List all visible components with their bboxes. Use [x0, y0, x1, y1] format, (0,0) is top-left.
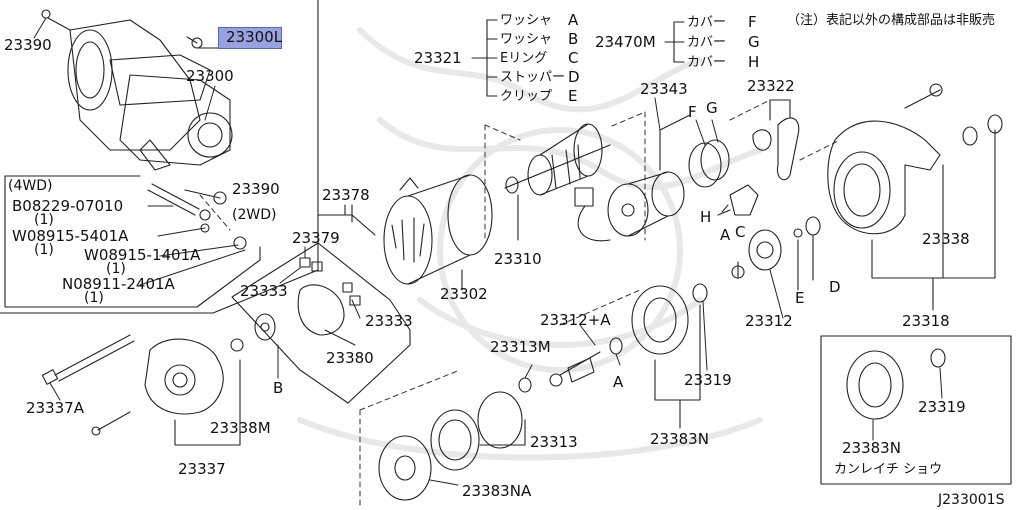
watermark-emblem [297, 27, 763, 461]
part-23300-label: 23300 [186, 67, 234, 85]
leader-lines [33, 17, 943, 486]
section-borders [0, 0, 319, 314]
legend-23321-item-name: ワッシャ [500, 13, 553, 28]
part-23322-label: 23322 [747, 77, 795, 95]
part-23380-label: 23380 [326, 349, 374, 367]
label-A-center: A [613, 373, 624, 391]
part-23390-label-top: 23390 [4, 36, 52, 54]
legend-23470M-item-name: カバー [687, 15, 727, 30]
part-23337-label: 23337 [178, 460, 226, 478]
through-bolt [41, 334, 135, 436]
legend-23470M-item-name: カバー [687, 55, 727, 70]
part-08915-5401-qty: (1) [34, 242, 54, 258]
legend-23470M-item-name: カバー [687, 35, 727, 50]
part-23383N-label: 23383N [650, 430, 709, 448]
highlight-23300L-box[interactable] [218, 27, 282, 49]
part-08911-qty: (1) [84, 290, 104, 306]
armature [504, 123, 611, 241]
clutch [631, 283, 708, 429]
note-text: （注）表記以外の構成部品は非販売 [787, 13, 996, 28]
part-08915-5401-label: W08915-5401A [12, 227, 129, 245]
label-C: C [735, 223, 746, 241]
part-23302-label: 23302 [440, 285, 488, 303]
part-23378-label: 23378 [322, 186, 370, 204]
label-2wd: (2WD) [232, 207, 277, 223]
label-A-right: A [720, 226, 731, 244]
part-08915-1401-qty: (1) [106, 261, 126, 277]
part-23338M-label: 23338M [210, 419, 271, 437]
legend-23321-item-letter: D [568, 68, 580, 86]
part-23338-label: 23338 [922, 230, 970, 248]
part-23312A-label: 23312+A [540, 311, 611, 329]
pinion-parts [731, 216, 821, 291]
figure-code: J233001S [938, 492, 1005, 508]
part-23310-label: 23310 [494, 250, 542, 268]
part-23313M-label: 23313M [490, 338, 551, 356]
label-H: H [700, 208, 712, 226]
yoke [383, 174, 493, 291]
label-4wd: (4WD) [8, 178, 53, 194]
part-23333-label-b: 23333 [365, 312, 413, 330]
gear-housing [827, 83, 1003, 311]
starter-assembly [41, 9, 233, 171]
legend-23321-item-letter: B [568, 30, 579, 48]
inset-box [820, 335, 1012, 485]
part-23390-label-mid: 23390 [232, 180, 280, 198]
part-08915-1401-label: W08915-1401A [84, 246, 201, 264]
part-23383NA-label: 23383NA [462, 482, 532, 500]
clip-assembly [752, 99, 800, 181]
part-23319-label: 23319 [684, 371, 732, 389]
part-08911-label: N08911-2401A [62, 275, 175, 293]
part-23319-label-inset: 23319 [918, 398, 966, 416]
legend-23321-item-letter: A [568, 11, 579, 29]
part-23312-label: 23312 [745, 312, 793, 330]
planetary-parts [378, 391, 526, 501]
end-cover [144, 313, 276, 446]
legend-23321-item-letter: E [568, 87, 578, 105]
legend-23321-item-name: ワッシャ [500, 32, 553, 47]
label-G: G [706, 99, 718, 117]
legend-23470M-item-letter: G [748, 33, 760, 51]
part-23300L-label[interactable]: 23300L [226, 28, 283, 46]
bolts-4wd [147, 183, 247, 250]
part-23318-label: 23318 [902, 312, 950, 330]
label-E: E [795, 289, 805, 307]
part-23383N-label-inset: 23383N [842, 439, 901, 457]
dashed-guides [199, 99, 841, 506]
legend-23321-item-name: クリップ [500, 89, 553, 104]
part-23379-label: 23379 [292, 229, 340, 247]
legend-23470M-item-letter: H [748, 53, 760, 71]
part-08229-label: B08229-07010 [12, 197, 124, 215]
label-D: D [829, 278, 841, 296]
legend-23470M-number: 23470M [595, 33, 656, 51]
legend-23321-number: 23321 [414, 49, 462, 67]
solenoid [574, 114, 691, 242]
part-23337A-label: 23337A [26, 399, 84, 417]
label-F: F [688, 103, 697, 121]
legend-23321-item-letter: C [568, 49, 579, 67]
label-cold-region: カンレイチ ショウ [834, 462, 943, 477]
part-08229-qty: (1) [34, 212, 54, 228]
legend-brackets [471, 19, 685, 97]
part-23333-label-a: 23333 [240, 282, 288, 300]
part-23343-label: 23343 [640, 80, 688, 98]
legend-23470M-item-letter: F [748, 13, 757, 31]
covers [688, 139, 759, 216]
label-B: B [273, 379, 284, 397]
legend-23321-item-name: Eリング [500, 51, 548, 66]
legend-23321-item-name: ストッパー [500, 70, 566, 85]
part-23313-label: 23313 [530, 433, 578, 451]
